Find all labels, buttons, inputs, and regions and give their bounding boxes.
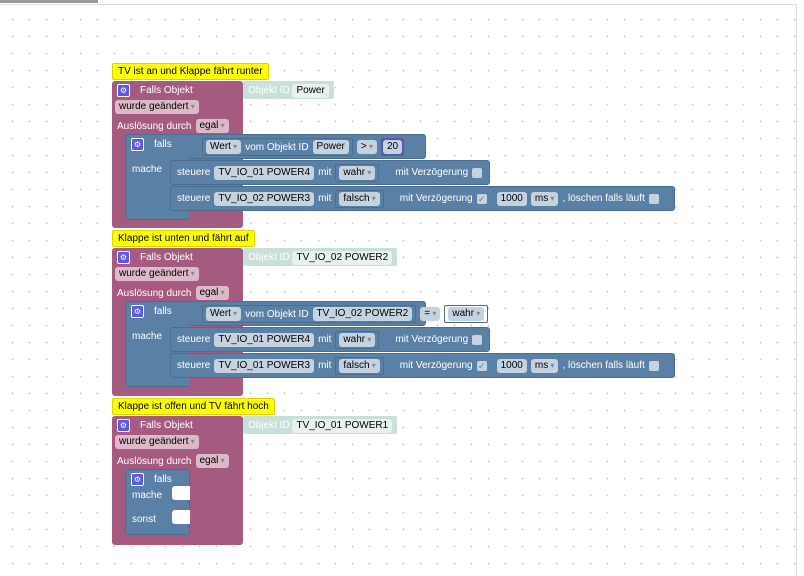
trigger-dropdown[interactable]: wurde geändert [115,435,199,449]
if-label: falls [154,139,172,150]
delay-checkbox[interactable]: ✓ [476,193,487,204]
value-dropdown[interactable]: falsch [339,191,380,206]
toolbar-edge [0,0,98,3]
value-dropdown[interactable]: wahr [339,332,376,347]
delay-checkbox[interactable] [472,334,483,345]
of-label: vom Objekt ID [245,141,309,153]
gear-icon[interactable]: ⚙ [117,251,130,264]
target-object-field[interactable]: TV_IO_01 POWER3 [214,358,315,373]
object-id-field[interactable]: Power [292,84,329,98]
condition-object-field[interactable]: Power [312,140,349,154]
control-label: steuere [177,360,211,371]
if-label: falls [154,474,172,485]
block-comment[interactable]: Klappe ist offen und TV fährt hoch [112,398,275,415]
clear-running-checkbox[interactable] [648,193,659,204]
compare-value[interactable]: 20 [383,140,403,154]
if-label: falls [154,306,172,317]
gear-icon[interactable]: ⚙ [117,84,130,97]
of-label: vom Objekt ID [245,308,309,320]
object-id-label: Objekt ID [248,420,290,431]
operator-dropdown[interactable]: > [356,140,377,154]
else-label: sonst [132,514,156,525]
object-id-label: Objekt ID [248,252,290,263]
object-id-block[interactable]: Objekt ID TV_IO_01 POWER1 [243,416,398,434]
delay-input[interactable]: 1000 [496,358,527,373]
value-block[interactable]: wahr [335,330,380,349]
event-label: Falls Objekt [140,420,193,431]
gear-icon[interactable]: ⚙ [131,473,144,486]
delay-label: mit Verzögerung [395,334,469,345]
control-label: steuere [177,334,211,345]
condition-object-field[interactable]: TV_IO_02 POWER2 [312,307,413,321]
trigger-dropdown[interactable]: wurde geändert [115,267,199,281]
value-dropdown[interactable]: falsch [339,358,380,373]
delay-checkbox[interactable] [472,167,483,178]
else-slot[interactable] [172,510,190,524]
value-block[interactable]: falsch [335,356,384,375]
clear-running-checkbox[interactable] [648,360,659,371]
event-label: Falls Objekt [140,85,193,96]
control-label: steuere [177,193,211,204]
value-block[interactable]: falsch [335,189,384,208]
do-label: mache [132,490,163,501]
delay-label: mit Verzögerung [399,360,473,371]
delay-input[interactable]: 1000 [496,191,527,206]
trigger-by-dropdown[interactable]: egal [195,286,229,300]
mode-dropdown[interactable]: Wert [206,307,242,321]
trigger-by-dropdown[interactable]: egal [195,119,229,133]
block-comment[interactable]: Klappe ist unten und fährt auf [112,230,255,247]
event-label: Falls Objekt [140,252,193,263]
value-block[interactable]: wahr [335,163,380,182]
mode-dropdown[interactable]: Wert [206,140,242,154]
target-object-field[interactable]: TV_IO_01 POWER4 [214,332,315,347]
block-comment[interactable]: TV ist an und Klappe fährt runter [112,63,269,80]
delay-label: mit Verzögerung [395,167,469,178]
do-label: mache [132,164,163,175]
gear-icon[interactable]: ⚙ [117,419,130,432]
do-slot[interactable] [172,486,190,500]
clear-running-label: , löschen falls läuft [562,193,645,204]
with-label: mit [318,167,332,178]
delay-label: mit Verzögerung [399,193,473,204]
target-object-field[interactable]: TV_IO_01 POWER4 [214,165,315,180]
with-label: mit [318,193,332,204]
object-id-block[interactable]: Objekt ID Power [243,81,334,99]
gear-icon[interactable]: ⚙ [131,305,144,318]
do-label: mache [132,331,163,342]
delay-checkbox[interactable]: ✓ [476,360,487,371]
unit-dropdown[interactable]: ms [530,358,559,373]
control-label: steuere [177,167,211,178]
trigger-by-dropdown[interactable]: egal [195,454,229,468]
trigger-dropdown[interactable]: wurde geändert [115,100,199,114]
object-id-field[interactable]: TV_IO_01 POWER1 [292,419,393,433]
compare-value-block[interactable]: wahr [444,305,489,323]
unit-dropdown[interactable]: ms [530,191,559,206]
object-id-field[interactable]: TV_IO_02 POWER2 [292,251,393,265]
target-object-field[interactable]: TV_IO_02 POWER3 [214,191,315,206]
compare-value[interactable]: wahr [448,307,485,321]
trigger-by-label: Auslösung durch [117,287,192,299]
with-label: mit [318,360,332,371]
with-label: mit [318,334,332,345]
operator-dropdown[interactable]: = [420,307,441,321]
compare-value-block[interactable]: 20 [381,138,405,156]
trigger-by-label: Auslösung durch [117,120,192,132]
object-id-label: Objekt ID [248,85,290,96]
value-dropdown[interactable]: wahr [339,165,376,180]
clear-running-label: , löschen falls läuft [562,360,645,371]
trigger-by-label: Auslösung durch [117,455,192,467]
object-id-block[interactable]: Objekt ID TV_IO_02 POWER2 [243,248,398,266]
gear-icon[interactable]: ⚙ [131,138,144,151]
